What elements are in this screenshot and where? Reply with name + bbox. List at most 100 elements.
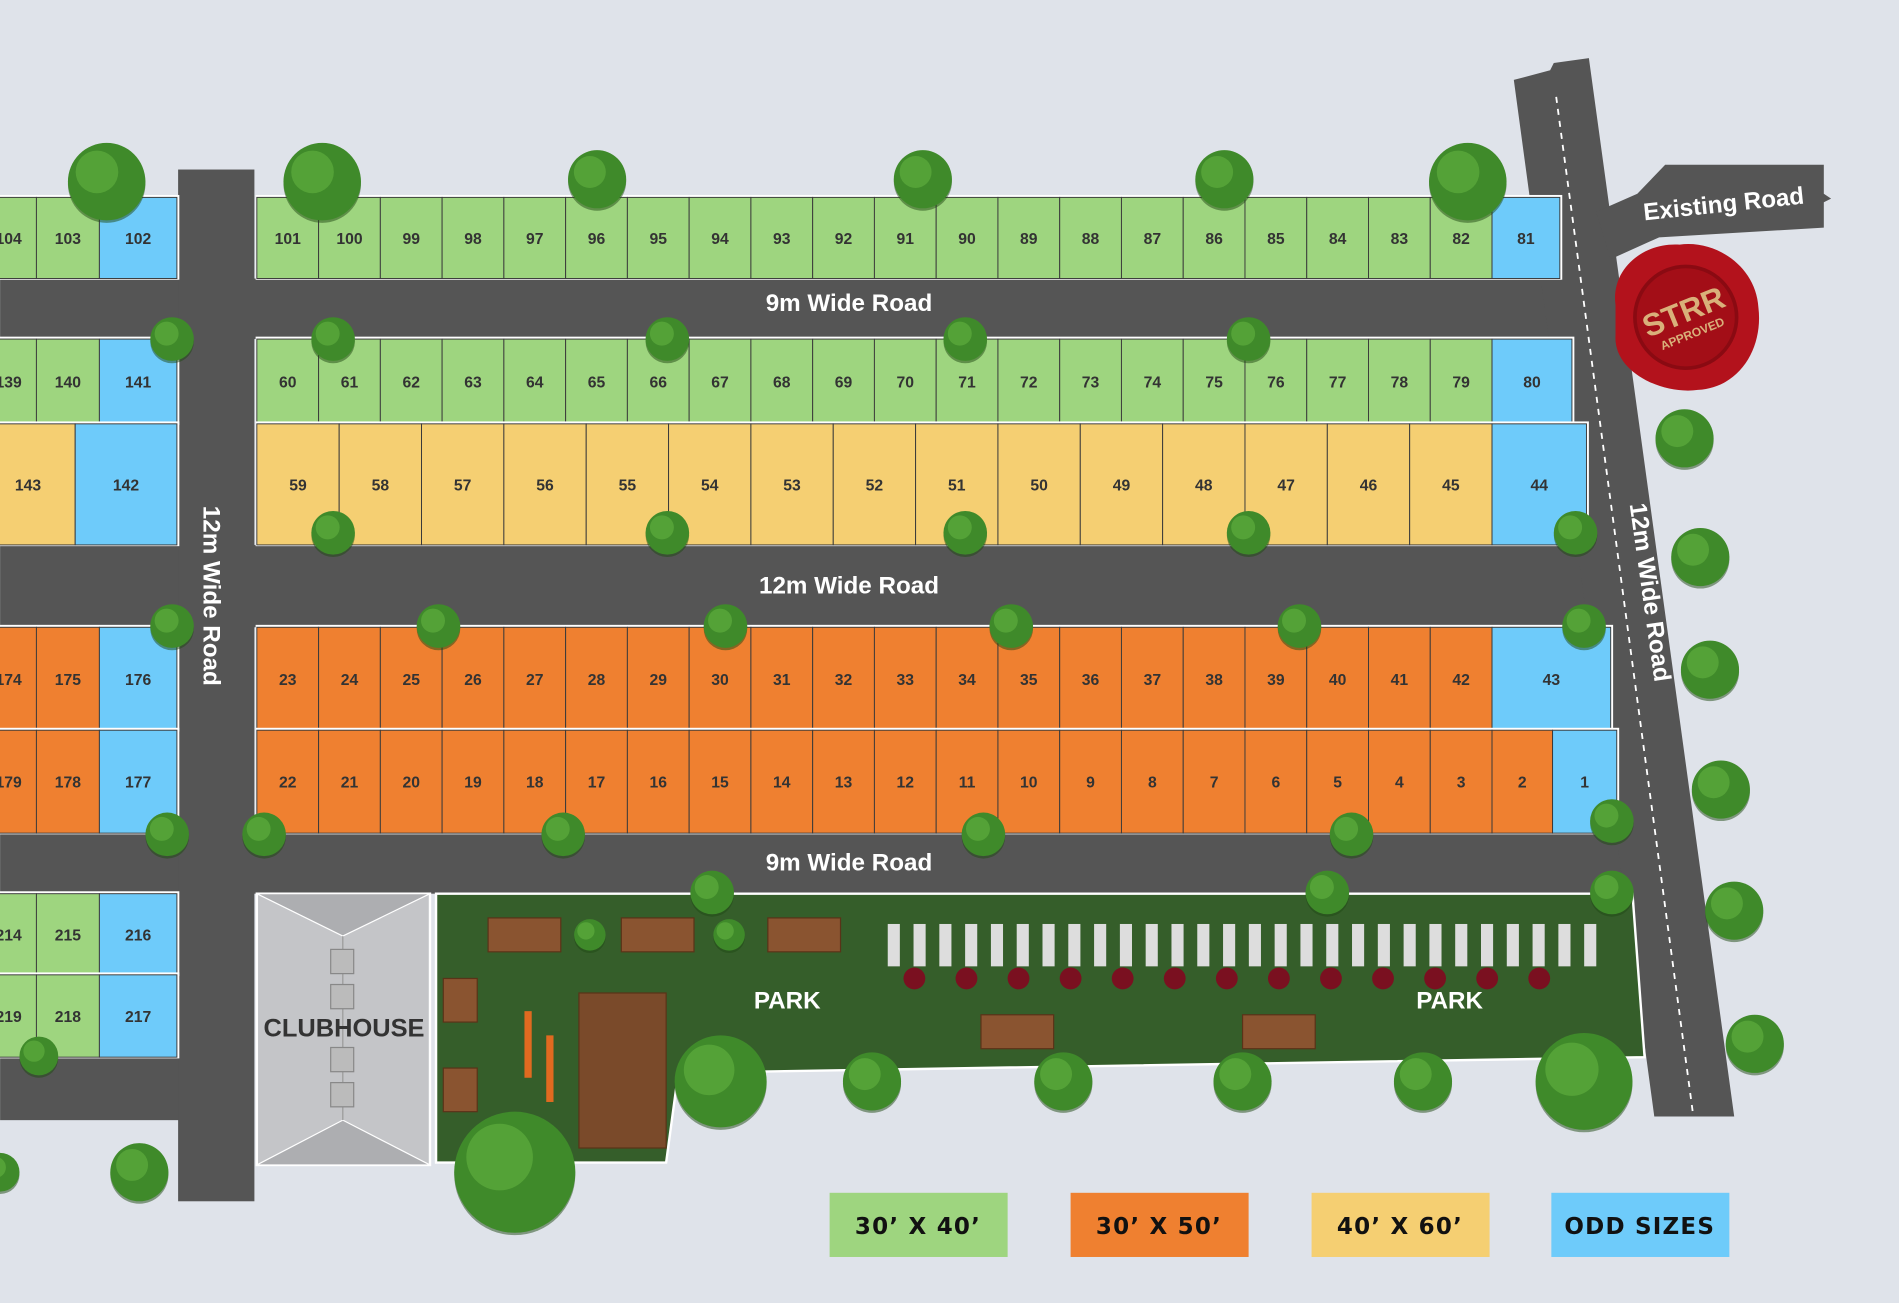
plot-95[interactable] [626, 196, 690, 280]
plot-17[interactable] [565, 729, 628, 834]
plot-139[interactable] [0, 338, 37, 425]
plot-179[interactable] [0, 729, 37, 834]
plot-56[interactable] [503, 423, 587, 546]
plot-14[interactable] [750, 729, 814, 834]
plot-16[interactable] [626, 729, 690, 834]
plot-number: 139 [0, 375, 22, 392]
tree-icon [1393, 1052, 1453, 1113]
plot-31[interactable] [750, 626, 814, 731]
plot-217[interactable] [98, 974, 178, 1058]
plot-80[interactable] [1491, 338, 1573, 425]
tree-icon [1655, 409, 1714, 470]
tree-icon [1553, 511, 1598, 558]
plot-number: 140 [55, 375, 82, 392]
plot-10[interactable] [997, 729, 1061, 834]
plot-number: 10 [1020, 775, 1038, 792]
plot-6[interactable] [1244, 729, 1308, 834]
plot-96[interactable] [565, 196, 628, 280]
legend-swatch [1551, 1192, 1730, 1257]
plot-69[interactable] [812, 338, 875, 425]
plot-178[interactable] [35, 729, 100, 834]
plot-number: 177 [125, 775, 152, 792]
plot-number: 45 [1442, 477, 1460, 494]
plot-214[interactable] [0, 893, 37, 976]
plot-number: 93 [773, 231, 791, 248]
plot-number: 6 [1271, 775, 1280, 792]
parking-bar [1197, 923, 1210, 967]
plot-24[interactable] [318, 626, 381, 731]
plot-77[interactable] [1306, 338, 1369, 425]
plot-28[interactable] [565, 626, 628, 731]
plot-49[interactable] [1079, 423, 1164, 546]
plot-216[interactable] [98, 893, 178, 976]
plot-78[interactable] [1368, 338, 1431, 425]
plot-70[interactable] [873, 338, 937, 425]
plot-4[interactable] [1368, 729, 1431, 834]
plot-67[interactable] [688, 338, 752, 425]
plot-142[interactable] [74, 423, 178, 546]
plot-50[interactable] [997, 423, 1081, 546]
plot-84[interactable] [1306, 196, 1369, 280]
plot-15[interactable] [688, 729, 752, 834]
plot-93[interactable] [750, 196, 814, 280]
plot-74[interactable] [1120, 338, 1184, 425]
plot-86[interactable] [1182, 196, 1246, 280]
plot-89[interactable] [997, 196, 1061, 280]
plot-46[interactable] [1326, 423, 1411, 546]
plot-number: 5 [1333, 775, 1342, 792]
plot-23[interactable] [256, 626, 320, 731]
plot-94[interactable] [688, 196, 752, 280]
plot-97[interactable] [503, 196, 567, 280]
plot-9[interactable] [1059, 729, 1122, 834]
plot-33[interactable] [873, 626, 937, 731]
plot-175[interactable] [35, 626, 100, 731]
tree-icon [1590, 799, 1634, 846]
plot-number: 56 [536, 477, 554, 494]
plot-27[interactable] [503, 626, 567, 731]
plot-99[interactable] [379, 196, 443, 280]
plot-64[interactable] [503, 338, 567, 425]
plot-57[interactable] [421, 423, 505, 546]
plot-83[interactable] [1368, 196, 1431, 280]
plot-40[interactable] [1306, 626, 1369, 731]
plot-number: 51 [948, 477, 966, 494]
plot-number: 76 [1267, 375, 1285, 392]
plot-81[interactable] [1491, 196, 1561, 280]
plot-13[interactable] [812, 729, 875, 834]
plot-number: 62 [402, 375, 420, 392]
tree-icon [645, 317, 690, 364]
plot-number: 67 [711, 375, 729, 392]
parking-bar [1455, 923, 1468, 967]
plot-38[interactable] [1182, 626, 1246, 731]
plot-143[interactable] [0, 423, 76, 546]
tree-icon [1691, 760, 1750, 822]
plot-63[interactable] [441, 338, 505, 425]
plot-79[interactable] [1429, 338, 1493, 425]
plot-29[interactable] [626, 626, 690, 731]
plot-3[interactable] [1429, 729, 1493, 834]
parking-bar [1119, 923, 1132, 967]
plot-34[interactable] [935, 626, 999, 731]
plot-98[interactable] [441, 196, 505, 280]
road-label-top: 9m Wide Road [766, 290, 933, 317]
flower-icon [1424, 967, 1446, 990]
tree-icon [19, 1036, 59, 1078]
plot-number: 95 [650, 231, 668, 248]
plot-37[interactable] [1120, 626, 1184, 731]
plot-87[interactable] [1120, 196, 1184, 280]
tree-icon [674, 1035, 767, 1130]
plot-53[interactable] [750, 423, 834, 546]
plot-8[interactable] [1120, 729, 1184, 834]
plot-19[interactable] [441, 729, 505, 834]
legend-swatch [1070, 1192, 1249, 1257]
plot-12[interactable] [873, 729, 937, 834]
tree-icon [541, 812, 585, 859]
deck [578, 992, 667, 1149]
plot-21[interactable] [318, 729, 381, 834]
plot-92[interactable] [812, 196, 875, 280]
plot-73[interactable] [1059, 338, 1122, 425]
plot-52[interactable] [832, 423, 917, 546]
plot-88[interactable] [1059, 196, 1122, 280]
plot-104[interactable] [0, 196, 37, 280]
tree-icon [645, 511, 690, 558]
